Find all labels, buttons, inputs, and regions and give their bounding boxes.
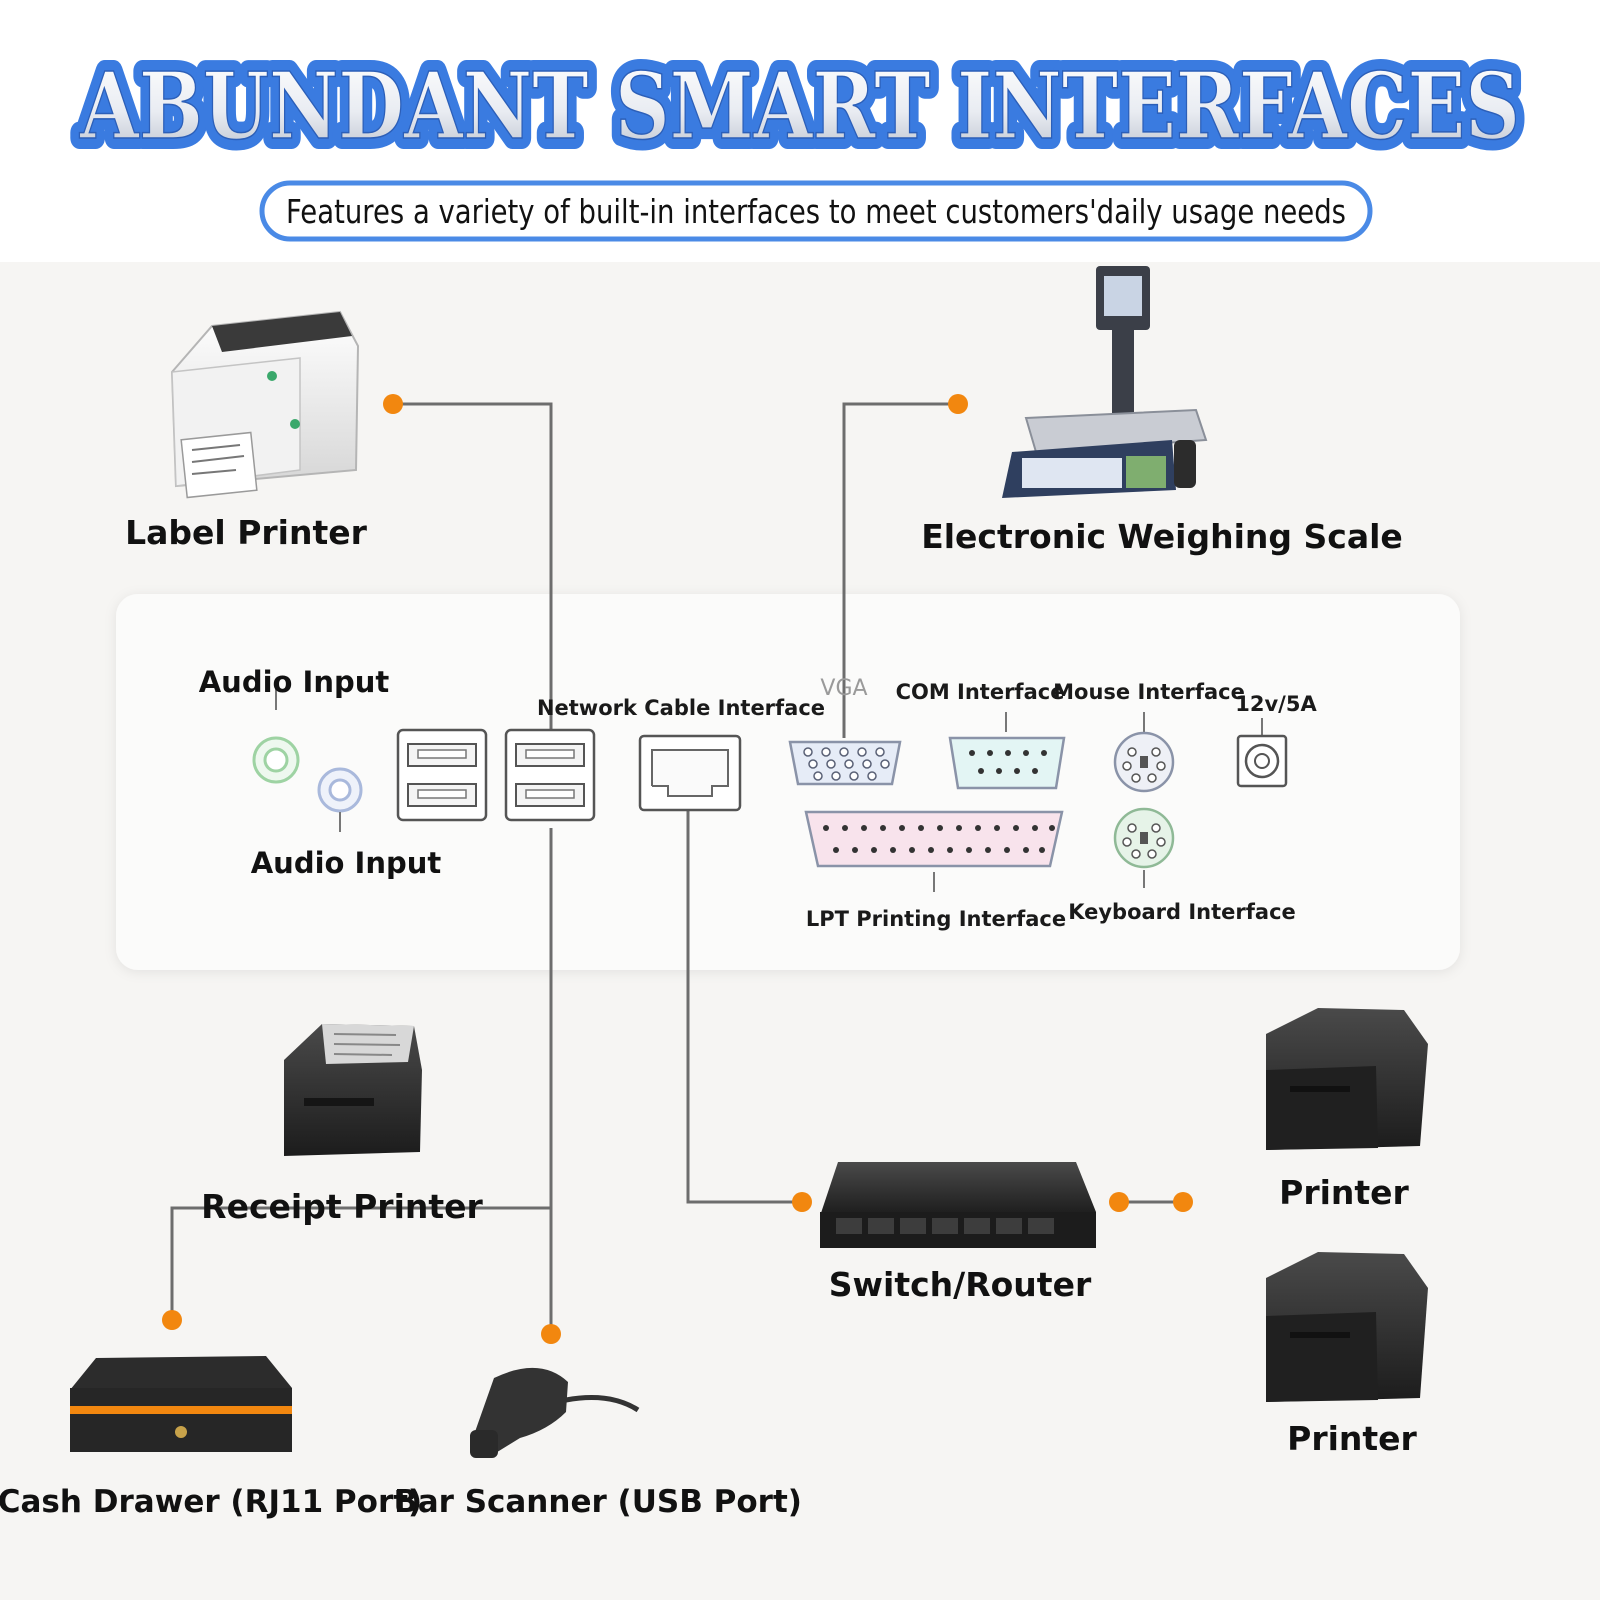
label-audio-input-top: Audio Input xyxy=(199,665,390,699)
label-printer-1: Printer xyxy=(1279,1173,1409,1212)
label-lpt-interface: LPT Printing Interface xyxy=(806,907,1066,931)
connector-dot xyxy=(948,394,968,414)
label-com-interface: COM Interface xyxy=(896,680,1065,704)
label-power: 12v/5A xyxy=(1235,692,1317,716)
label-mouse-interface: Mouse Interface xyxy=(1053,680,1245,704)
usb-port-pair-2-icon xyxy=(504,728,596,822)
keyboard-port-icon xyxy=(1113,807,1175,888)
network-port-icon xyxy=(638,734,742,812)
page-title: ABUNDANT SMART INTERFACES xyxy=(79,52,1520,160)
label-vga: VGA xyxy=(820,676,867,701)
label-network-cable: Network Cable Interface xyxy=(537,696,825,720)
connector-dot xyxy=(1109,1192,1129,1212)
bar-scanner-icon xyxy=(470,1367,640,1458)
page-title-outline: ABUNDANT SMART INTERFACES xyxy=(79,52,1520,160)
label-keyboard-interface: Keyboard Interface xyxy=(1068,900,1296,924)
connector-dot xyxy=(792,1192,812,1212)
label-printer-label: Label Printer xyxy=(125,513,368,552)
connector-dot xyxy=(383,394,403,414)
label-bar-scanner: Bar Scanner (USB Port) xyxy=(394,1484,802,1520)
label-printer-icon xyxy=(170,310,360,499)
connector-dot xyxy=(162,1310,182,1330)
mouse-port-icon xyxy=(1113,712,1175,793)
label-printer-2: Printer xyxy=(1287,1419,1417,1458)
label-receipt-printer: Receipt Printer xyxy=(201,1187,483,1226)
com-port-icon xyxy=(948,712,1066,790)
connector-dot xyxy=(541,1324,561,1344)
printer-2-icon xyxy=(1266,1252,1428,1402)
lpt-port-icon xyxy=(804,810,1064,892)
power-jack-icon xyxy=(1236,718,1288,788)
receipt-printer-icon xyxy=(284,1024,422,1156)
connector-dots xyxy=(162,394,1193,1344)
label-electronic-weighing-scale: Electronic Weighing Scale xyxy=(921,517,1403,556)
label-cash-drawer: Cash Drawer (RJ11 Port) xyxy=(0,1484,422,1520)
label-switch-router: Switch/Router xyxy=(829,1265,1092,1304)
vga-port-icon xyxy=(788,740,902,786)
port-panel xyxy=(116,594,1460,970)
label-audio-input-bottom: Audio Input xyxy=(251,846,442,880)
usb-port-pair-1-icon xyxy=(396,728,488,822)
printer-1-icon xyxy=(1266,1008,1428,1150)
connector-dot xyxy=(1173,1192,1193,1212)
page-subtitle: Features a variety of built-in interface… xyxy=(286,192,1346,231)
connector-lines xyxy=(170,402,1183,1334)
cash-drawer-icon xyxy=(70,1356,292,1452)
audio-jack-green-icon xyxy=(252,688,300,784)
audio-jack-blue-icon xyxy=(317,767,363,832)
switch-router-icon xyxy=(820,1162,1096,1248)
subtitle-pill xyxy=(259,180,1373,242)
weighing-scale-icon xyxy=(1002,266,1208,498)
